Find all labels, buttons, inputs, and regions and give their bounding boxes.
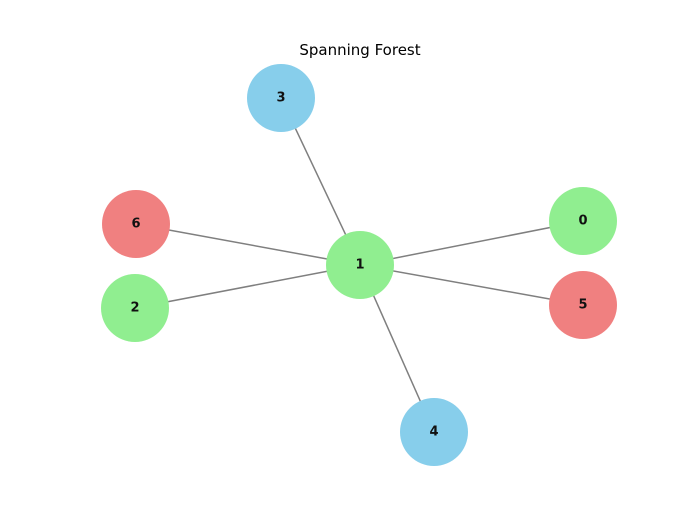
node-label-3: 3 (276, 91, 285, 106)
node-label-5: 5 (578, 298, 587, 313)
edge-1-2 (134, 264, 361, 309)
node-label-4: 4 (429, 425, 438, 440)
figure-title: Spanning Forest (299, 41, 421, 59)
node-3: 3 (247, 64, 315, 132)
node-1: 1 (326, 231, 394, 299)
node-2: 2 (101, 274, 169, 342)
node-0: 0 (549, 187, 617, 255)
edge-1-5 (359, 264, 584, 306)
node-5: 5 (549, 271, 617, 339)
node-circle-2 (101, 274, 169, 342)
node-6: 6 (102, 190, 170, 258)
node-circle-6 (102, 190, 170, 258)
node-circle-1 (326, 231, 394, 299)
node-circle-5 (549, 271, 617, 339)
node-label-1: 1 (355, 258, 364, 273)
node-circle-3 (247, 64, 315, 132)
node-circle-4 (400, 398, 468, 466)
node-label-6: 6 (131, 217, 140, 232)
node-4: 4 (400, 398, 468, 466)
node-label-0: 0 (578, 214, 587, 229)
edge-1-6 (135, 223, 361, 266)
node-circle-0 (549, 187, 617, 255)
node-label-2: 2 (130, 301, 139, 316)
edge-1-0 (359, 220, 584, 266)
